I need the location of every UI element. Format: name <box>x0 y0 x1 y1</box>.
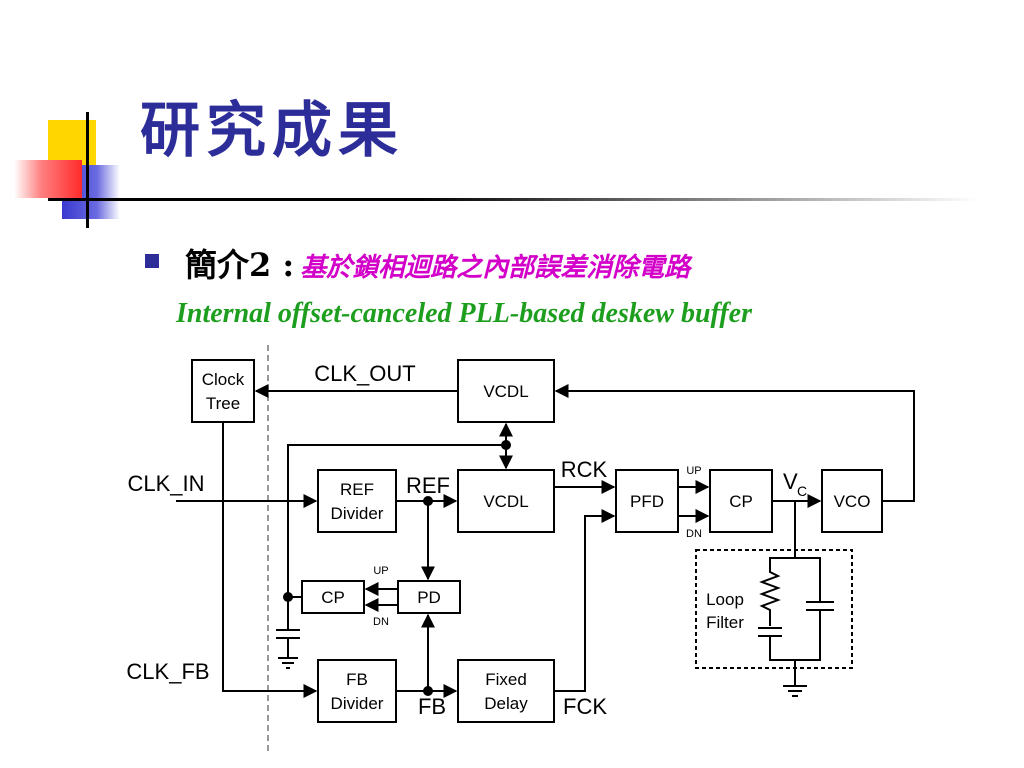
intro-bullet: 簡介2 :基於鎖相迴路之內部誤差消除電路 <box>145 240 690 286</box>
clk-out-label: CLK_OUT <box>314 361 415 386</box>
vco-label: VCO <box>834 492 871 511</box>
deco-vertical-line <box>86 112 89 228</box>
ref-divider-label-1: REF <box>340 480 374 499</box>
ref-divider-label-2: Divider <box>331 504 384 523</box>
clock-tree-label-1: Clock <box>202 370 245 389</box>
loop-filter-label-2: Filter <box>706 613 744 632</box>
fb-node-dot <box>423 686 433 696</box>
subtitle-en: Internal offset-canceled PLL-based deske… <box>176 298 752 329</box>
fb-divider-label-2: Divider <box>331 694 384 713</box>
dn-pd-label: DN <box>373 616 389 628</box>
pd-block: PD <box>397 580 461 614</box>
clock-tree-label-2: Tree <box>206 394 240 413</box>
intro-label: 簡介2 : <box>185 246 295 284</box>
cp-small-label: CP <box>321 588 345 607</box>
loop-filter-ground-icon <box>783 660 807 697</box>
up-main-label: UP <box>686 465 701 477</box>
fck-label: FCK <box>563 694 607 719</box>
clk-in-label: CLK_IN <box>127 471 204 496</box>
rck-label: RCK <box>561 457 608 482</box>
vc-subscript: C <box>797 483 807 499</box>
title-underline <box>48 198 978 201</box>
vcdl-top-block: VCDL <box>457 359 555 423</box>
pd-label: PD <box>417 588 441 607</box>
bullet-square-icon <box>145 254 159 268</box>
dn-main-label: DN <box>686 528 702 540</box>
page-title: 研究成果 <box>140 96 404 166</box>
vcdl-mid-block: VCDL <box>457 469 555 533</box>
pfd-block: PFD <box>615 469 679 533</box>
fixed-delay-label-1: Fixed <box>485 670 527 689</box>
deco-red-square <box>14 160 82 198</box>
ref-label: REF <box>406 473 450 498</box>
fb-divider-label-1: FB <box>346 670 368 689</box>
cp-main-block: CP <box>709 469 773 533</box>
intro-subtitle-zh: 基於鎖相迴路之內部誤差消除電路 <box>300 253 691 283</box>
ref-node-dot <box>423 496 433 506</box>
vcdl-mid-label: VCDL <box>483 492 528 511</box>
cp-small-block: CP <box>301 580 365 614</box>
vc-label: V <box>783 469 798 494</box>
fixed-delay-block: Fixed Delay <box>457 659 555 723</box>
up-pd-label: UP <box>373 565 388 577</box>
cp-small-ground-icon <box>276 597 300 669</box>
vcdl-top-label: VCDL <box>483 382 528 401</box>
loop-filter-resistor <box>759 557 795 626</box>
loop-filter-block: Loop Filter <box>695 549 853 669</box>
loop-filter-label-1: Loop <box>706 590 744 609</box>
fb-label: FB <box>418 694 446 719</box>
fixed-delay-label-2: Delay <box>484 694 528 713</box>
clock-tree-block: Clock Tree <box>191 359 255 423</box>
cp-main-label: CP <box>729 492 753 511</box>
fb-divider-block: FB Divider <box>317 659 397 723</box>
pfd-label: PFD <box>630 492 664 511</box>
clk-fb-label: CLK_FB <box>126 659 209 684</box>
ref-divider-block: REF Divider <box>317 469 397 533</box>
vco-block: VCO <box>821 469 883 533</box>
